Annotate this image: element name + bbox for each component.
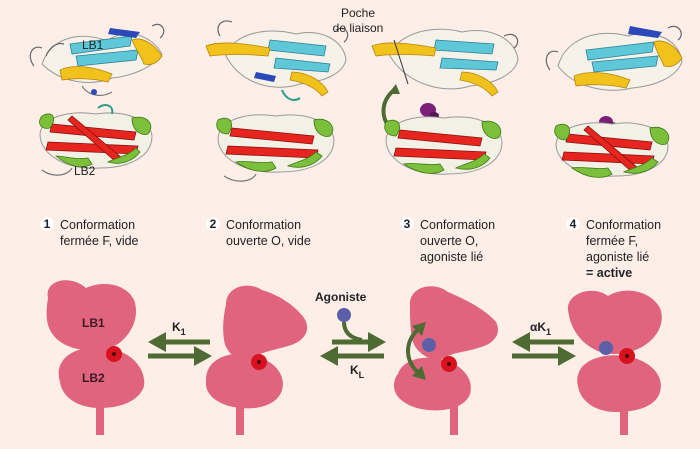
equilibrium-k1: K1 (148, 320, 212, 366)
domain-lb2 (577, 355, 661, 412)
svg-text:K1: K1 (172, 320, 186, 337)
caption-number: 2 (206, 217, 220, 231)
domain-lb1 (223, 285, 308, 360)
caption-number: 1 (40, 217, 54, 231)
equilibrium-alpha-k1: αK1 (512, 320, 576, 366)
bound-agonist-icon (422, 338, 436, 352)
ribbon-lb1 (205, 20, 349, 101)
structure-2-open-empty (205, 20, 349, 182)
schematic-state-2 (206, 285, 308, 435)
structure-lb2-label: LB2 (74, 164, 96, 178)
ribbon-lb1 (371, 28, 519, 97)
caption-line: fermée F, (586, 234, 639, 248)
caption-line: Conformation (586, 218, 662, 232)
caption-number: 4 (566, 217, 580, 231)
ribbon-lb1 (29, 23, 165, 96)
agonist-icon (337, 308, 351, 322)
stalk (450, 395, 458, 435)
schematic-state-1: LB1 LB2 (46, 280, 145, 435)
pocket-pointer-line (393, 39, 409, 85)
schematic-state-3 (394, 286, 498, 435)
domain-lb1 (567, 290, 662, 354)
structure-1-closed-empty (29, 23, 165, 176)
alpha-k1-subscript: 1 (546, 327, 551, 337)
stalk (620, 395, 628, 435)
ribbon-lb2 (384, 116, 503, 175)
structure-3-open-bound (371, 28, 519, 175)
caption-line: Conformation (226, 218, 302, 232)
caption-line: Conformation (420, 218, 496, 232)
domain-lb2 (58, 347, 145, 408)
agonist-label: Agoniste (315, 290, 367, 304)
opening-arrow (406, 326, 422, 376)
ribbon-lb2 (216, 114, 335, 182)
svg-text:KL: KL (350, 363, 365, 380)
domain-lb2 (206, 353, 283, 409)
kl-label: K (350, 363, 359, 377)
structure-4-closed-bound (545, 25, 683, 178)
binding-schematic: LB1 LB2 K1 Agoniste (46, 280, 662, 435)
schematic-lb2-label: LB2 (82, 371, 105, 385)
ribbon-lb2 (554, 122, 670, 178)
caption-line: Conformation (60, 218, 136, 232)
caption-line: fermée F, vide (60, 234, 139, 248)
schematic-lb1-label: LB1 (82, 316, 105, 330)
caption-active: = active (586, 266, 633, 280)
kl-subscript: L (359, 370, 365, 380)
caption-line: ouverte O, vide (226, 234, 311, 248)
bound-agonist-icon (599, 341, 613, 355)
svg-text:αK1: αK1 (530, 320, 551, 337)
structure-lb1-label: LB1 (82, 38, 104, 52)
domain-lb2 (394, 357, 471, 411)
caption-line: agoniste lié (586, 250, 650, 264)
ribbon-lb2 (39, 104, 153, 176)
k1-subscript: 1 (181, 327, 186, 337)
stalk (236, 395, 244, 435)
binding-pocket-label: Poche de liaison (332, 6, 384, 35)
k1-label: K (172, 320, 181, 334)
caption-line: agoniste lié (420, 250, 484, 264)
ribbon-lb1 (545, 25, 683, 91)
equilibrium-kl: Agoniste KL (315, 290, 386, 380)
stalk (96, 395, 104, 435)
domain-lb1 (46, 280, 137, 351)
caption-line: ouverte O, (420, 234, 479, 248)
alpha-k1-label: αK (530, 320, 546, 334)
schematic-state-4 (567, 290, 662, 435)
caption-number: 3 (400, 217, 414, 231)
